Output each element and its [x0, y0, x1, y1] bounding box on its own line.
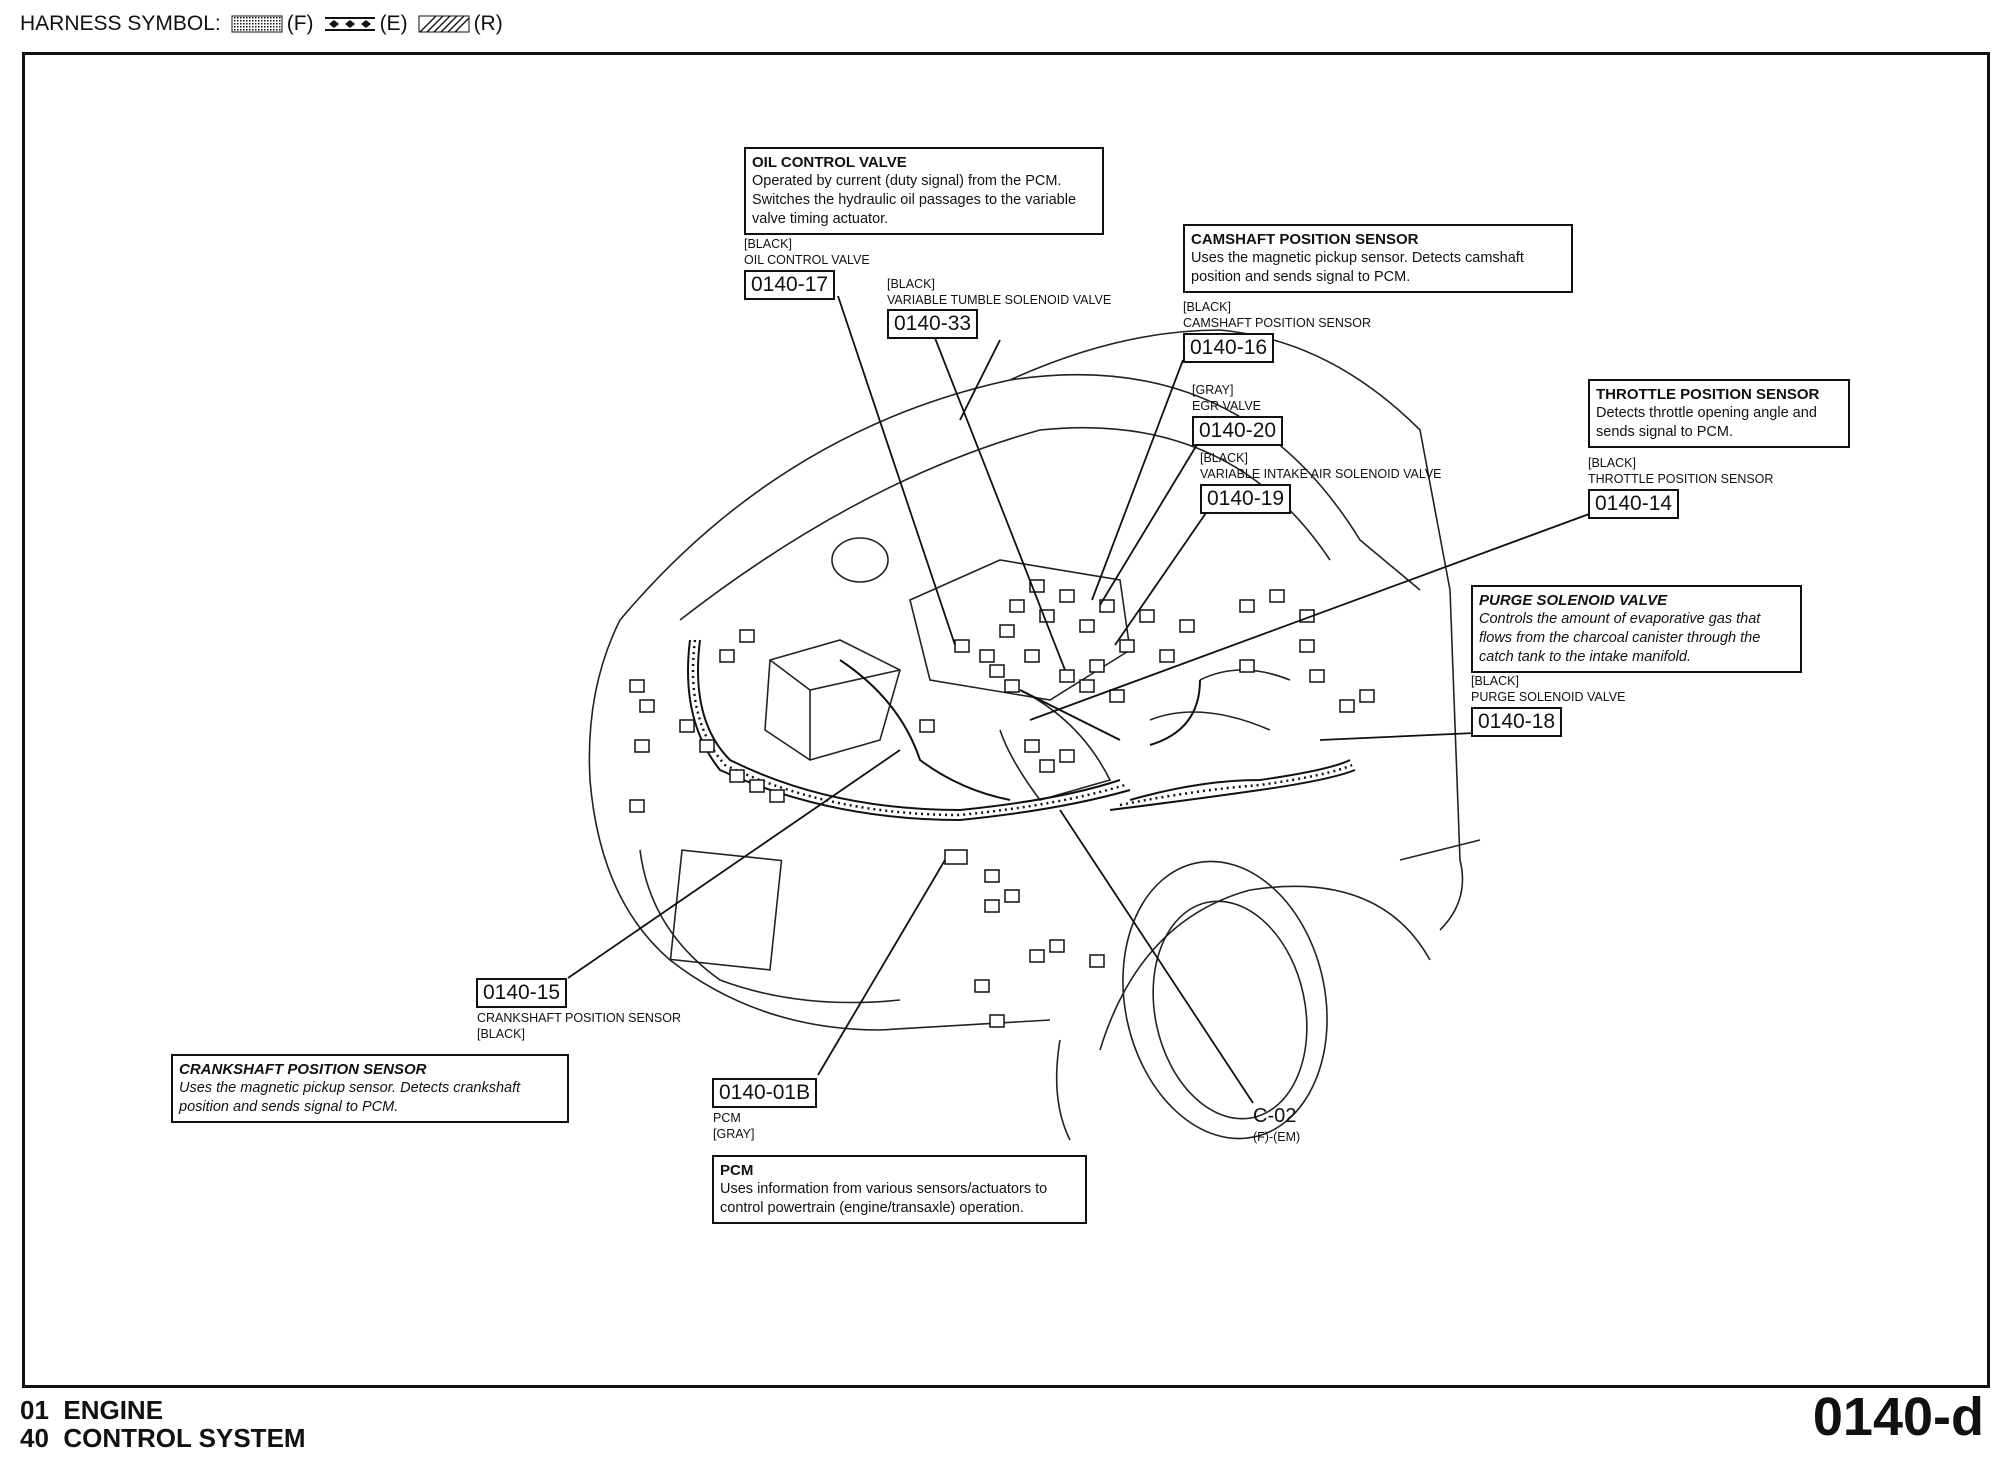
harness-dots [691, 639, 1353, 817]
section-title: 01 ENGINE 40 CONTROL SYSTEM [20, 1396, 306, 1452]
legend-code: (R) [473, 12, 503, 35]
section-line-1: 01 ENGINE [20, 1395, 164, 1425]
harness-symbol-legend: HARNESS SYMBOL: (F) (E) (R) [20, 12, 503, 36]
page-number: 0140-d [1812, 1387, 1984, 1447]
connector-code-0140-17[interactable]: 0140-17 [744, 270, 836, 300]
connector-code-0140-33[interactable]: 0140-33 [887, 309, 979, 339]
purge-solenoid-description: PURGE SOLENOID VALVE Controls the amount… [1471, 585, 1802, 673]
connector-code-0140-20[interactable]: 0140-20 [1192, 416, 1284, 446]
camshaft-sensor-description: CAMSHAFT POSITION SENSOR Uses the magnet… [1183, 224, 1573, 293]
oil-control-valve-description: OIL CONTROL VALVE Operated by current (d… [744, 147, 1104, 235]
harness-routes [687, 639, 1356, 822]
legend-item-e: (E) [324, 12, 408, 36]
connector-label-0140-14: [BLACK] THROTTLE POSITION SENSOR [1588, 456, 1774, 486]
legend-code: (E) [379, 12, 408, 35]
connector-label-0140-18: [BLACK] PURGE SOLENOID VALVE [1471, 674, 1626, 704]
legend-label: HARNESS SYMBOL: [20, 12, 221, 35]
connector-code-0140-15[interactable]: 0140-15 [476, 978, 568, 1008]
legend-code: (F) [286, 12, 314, 35]
connector-code-0140-14[interactable]: 0140-14 [1588, 489, 1680, 519]
dotted-harness-swatch [231, 15, 283, 33]
leader-lines [567, 295, 1601, 1104]
crankshaft-sensor-description: CRANKSHAFT POSITION SENSOR Uses the magn… [171, 1054, 569, 1123]
connector-code-0140-18[interactable]: 0140-18 [1471, 707, 1563, 737]
connector-label-0140-15: CRANKSHAFT POSITION SENSOR [BLACK] [477, 1011, 681, 1041]
connector-label-0140-16: [BLACK] CAMSHAFT POSITION SENSOR [1183, 300, 1371, 330]
throttle-sensor-description: THROTTLE POSITION SENSOR Detects throttl… [1588, 379, 1850, 448]
pcm-description: PCM Uses information from various sensor… [712, 1155, 1087, 1224]
connector-label-0140-01B: PCM [GRAY] [713, 1111, 755, 1141]
diagram-frame [22, 52, 1990, 1388]
connector-code-c-02[interactable]: C-02 [1253, 1105, 1297, 1127]
section-line-2: 40 CONTROL SYSTEM [20, 1423, 306, 1453]
vehicle-outline [588, 329, 1481, 1141]
hatch-harness-swatch [418, 15, 470, 33]
connector-blocks [629, 579, 1375, 1028]
legend-item-f: (F) [231, 12, 314, 36]
connector-label-0140-33: [BLACK] VARIABLE TUMBLE SOLENOID VALVE [887, 277, 1112, 307]
connector-code-0140-19[interactable]: 0140-19 [1200, 484, 1292, 514]
diamond-harness-swatch [324, 17, 375, 31]
connector-code-0140-16[interactable]: 0140-16 [1183, 333, 1275, 363]
connector-label-0140-17: [BLACK] OIL CONTROL VALVE [744, 237, 870, 267]
connector-label-0140-19: [BLACK] VARIABLE INTAKE AIR SOLENOID VAL… [1200, 451, 1442, 481]
connector-code-0140-01B[interactable]: 0140-01B [712, 1078, 818, 1108]
connector-sub-c-02: (F)-(EM) [1253, 1130, 1301, 1144]
legend-item-r: (R) [418, 12, 503, 36]
connector-label-0140-20: [GRAY] EGR VALVE [1192, 383, 1262, 413]
